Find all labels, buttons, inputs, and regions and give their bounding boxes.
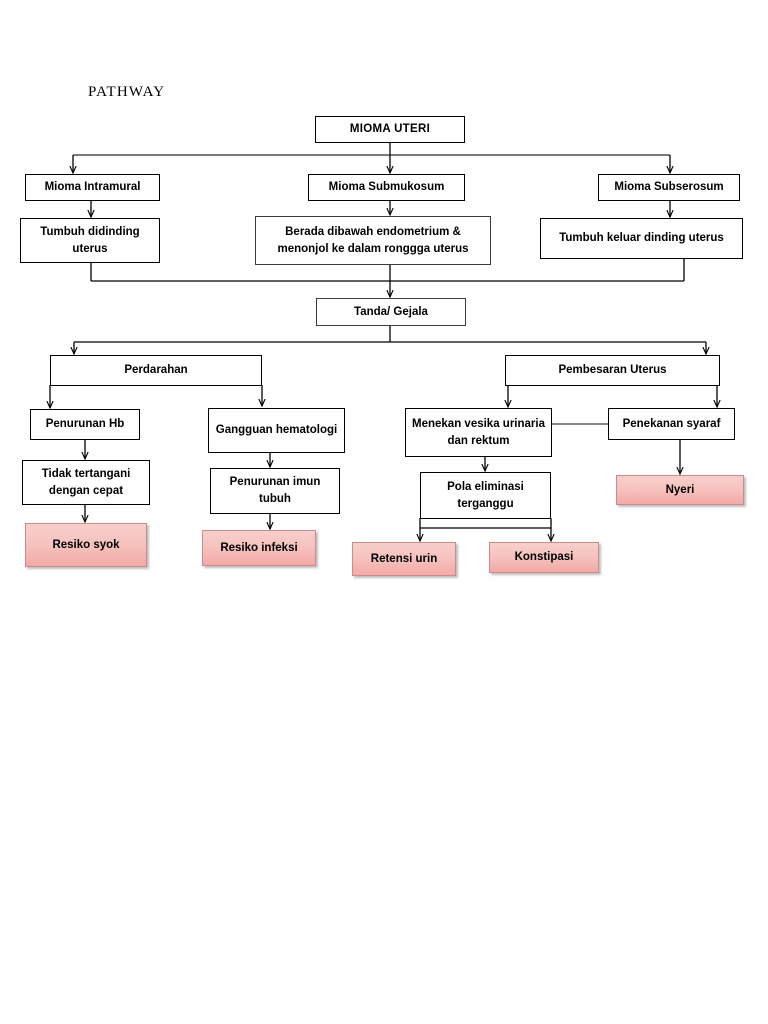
node-pola-eliminasi-terganggu[interactable]: Pola eliminasi terganggu [420,472,551,519]
node-penekanan-syaraf[interactable]: Penekanan syaraf [608,408,735,440]
node-berada-dibawah-endometrium[interactable]: Berada dibawah endometrium & menonjol ke… [255,216,491,265]
node-gangguan-hematologi[interactable]: Gangguan hematologi [208,408,345,453]
node-penurunan-hb[interactable]: Penurunan Hb [30,409,140,440]
node-nyeri[interactable]: Nyeri [616,475,744,505]
node-retensi-urin[interactable]: Retensi urin [352,542,456,576]
node-mioma-intramural[interactable]: Mioma Intramural [25,174,160,201]
node-pembesaran-uterus[interactable]: Pembesaran Uterus [505,355,720,386]
node-mioma-uteri[interactable]: MIOMA UTERI [315,116,465,143]
node-perdarahan[interactable]: Perdarahan [50,355,262,386]
node-tanda-gejala[interactable]: Tanda/ Gejala [316,298,466,326]
node-mioma-submukosum[interactable]: Mioma Submukosum [308,174,465,201]
node-tidak-tertangani-dengan-cepat[interactable]: Tidak tertangani dengan cepat [22,460,150,505]
node-resiko-infeksi[interactable]: Resiko infeksi [202,530,316,566]
node-resiko-syok[interactable]: Resiko syok [25,523,147,567]
node-konstipasi[interactable]: Konstipasi [489,542,599,573]
node-tumbuh-keluar-dinding-uterus[interactable]: Tumbuh keluar dinding uterus [540,218,743,259]
page-title: PATHWAY [88,84,166,100]
node-menekan-vesika-urinaria-dan-rektum[interactable]: Menekan vesika urinaria dan rektum [405,408,552,457]
node-penurunan-imun-tubuh[interactable]: Penurunan imun tubuh [210,468,340,514]
node-mioma-subserosum[interactable]: Mioma Subserosum [598,174,740,201]
node-tumbuh-didinding-uterus[interactable]: Tumbuh didinding uterus [20,218,160,263]
